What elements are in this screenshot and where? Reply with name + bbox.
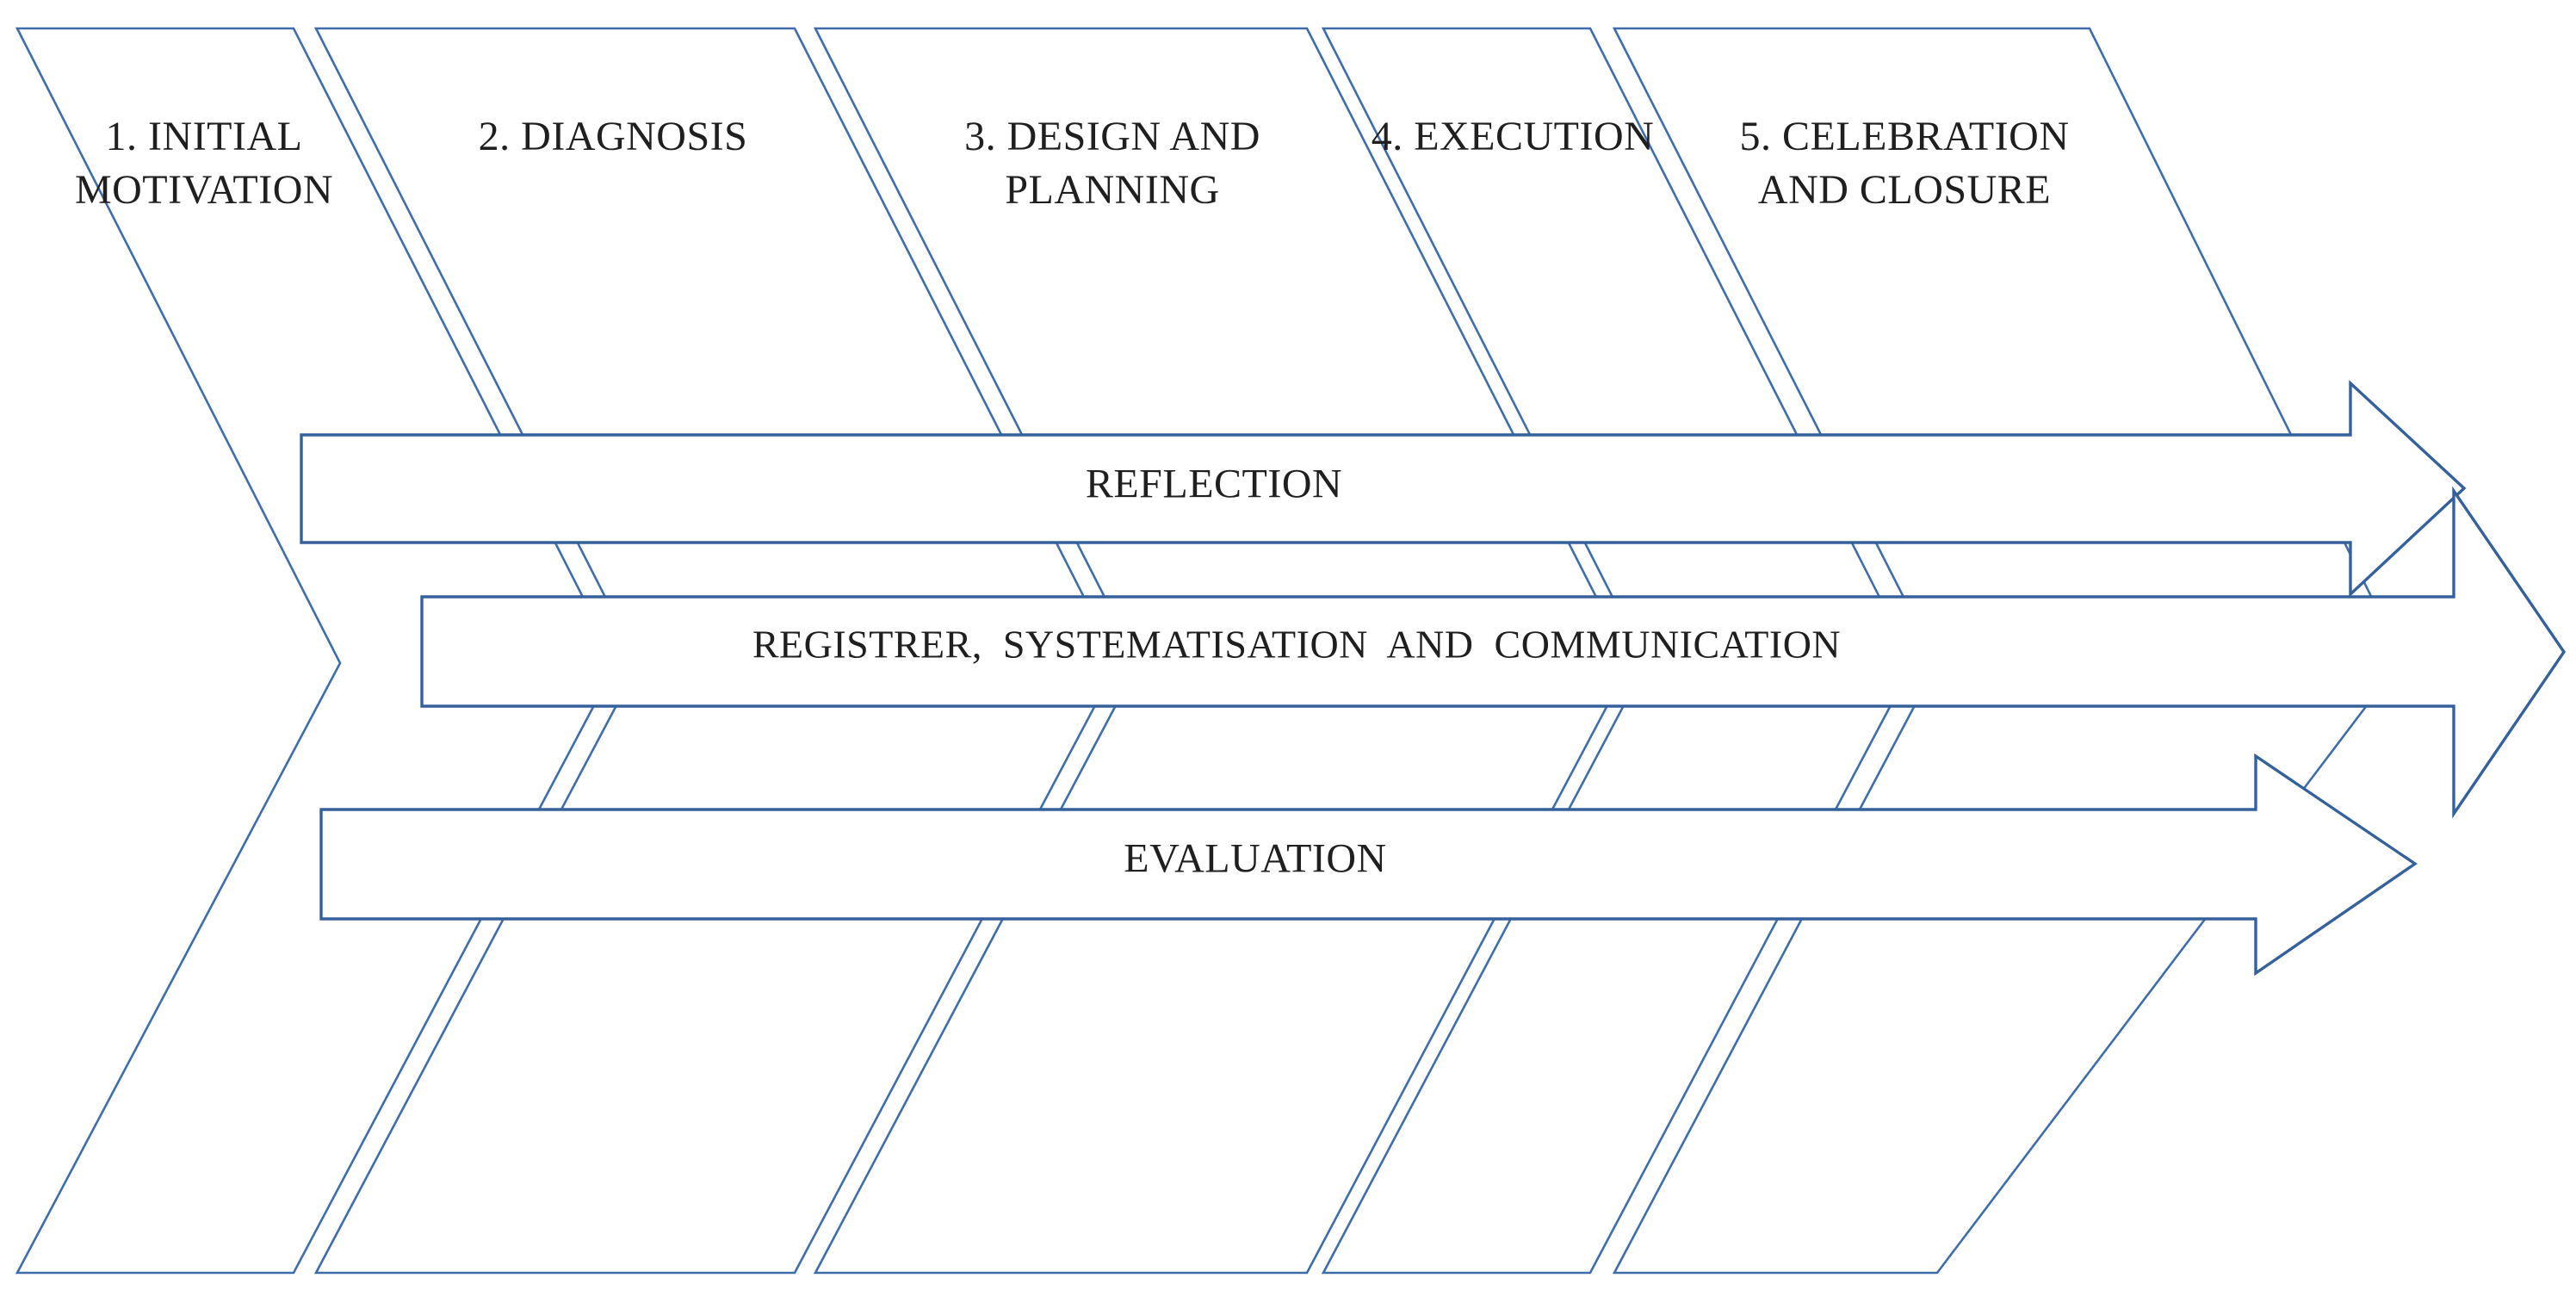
phase-label-line: PLANNING [1005,167,1220,213]
phase-label-line: 4. EXECUTION [1371,114,1655,159]
phase-label-line: 2. DIAGNOSIS [478,114,748,159]
phase-label-design-planning: 3. DESIGN AND PLANNING [964,110,1260,217]
phase-label-initial-motivation: 1. INITIAL MOTIVATION [75,110,333,217]
phase-label-line: 5. CELEBRATION [1739,114,2070,159]
phase-label-line: AND CLOSURE [1757,167,2052,213]
reflection-arrow [300,380,2467,598]
phase-label-line: 3. DESIGN AND [964,114,1260,159]
evaluation-arrow [319,753,2418,977]
reflection-arrow-label: REFLECTION [1085,461,1343,507]
evaluation-arrow-label: EVALUATION [1124,835,1387,882]
phase-label-execution: 4. EXECUTION [1372,110,1655,164]
phase-label-line: MOTIVATION [74,167,334,213]
register-systematisation-communication-arrow [420,486,2567,819]
register-systematisation-communication-arrow-label: REGISTRER, SYSTEMATISATION AND COMMUNICA… [752,622,1842,667]
phase-label-diagnosis: 2. DIAGNOSIS [479,110,748,164]
phase-label-celebration-closure: 5. CELEBRATION AND CLOSURE [1740,110,2070,217]
phase-label-line: 1. INITIAL [105,114,303,159]
